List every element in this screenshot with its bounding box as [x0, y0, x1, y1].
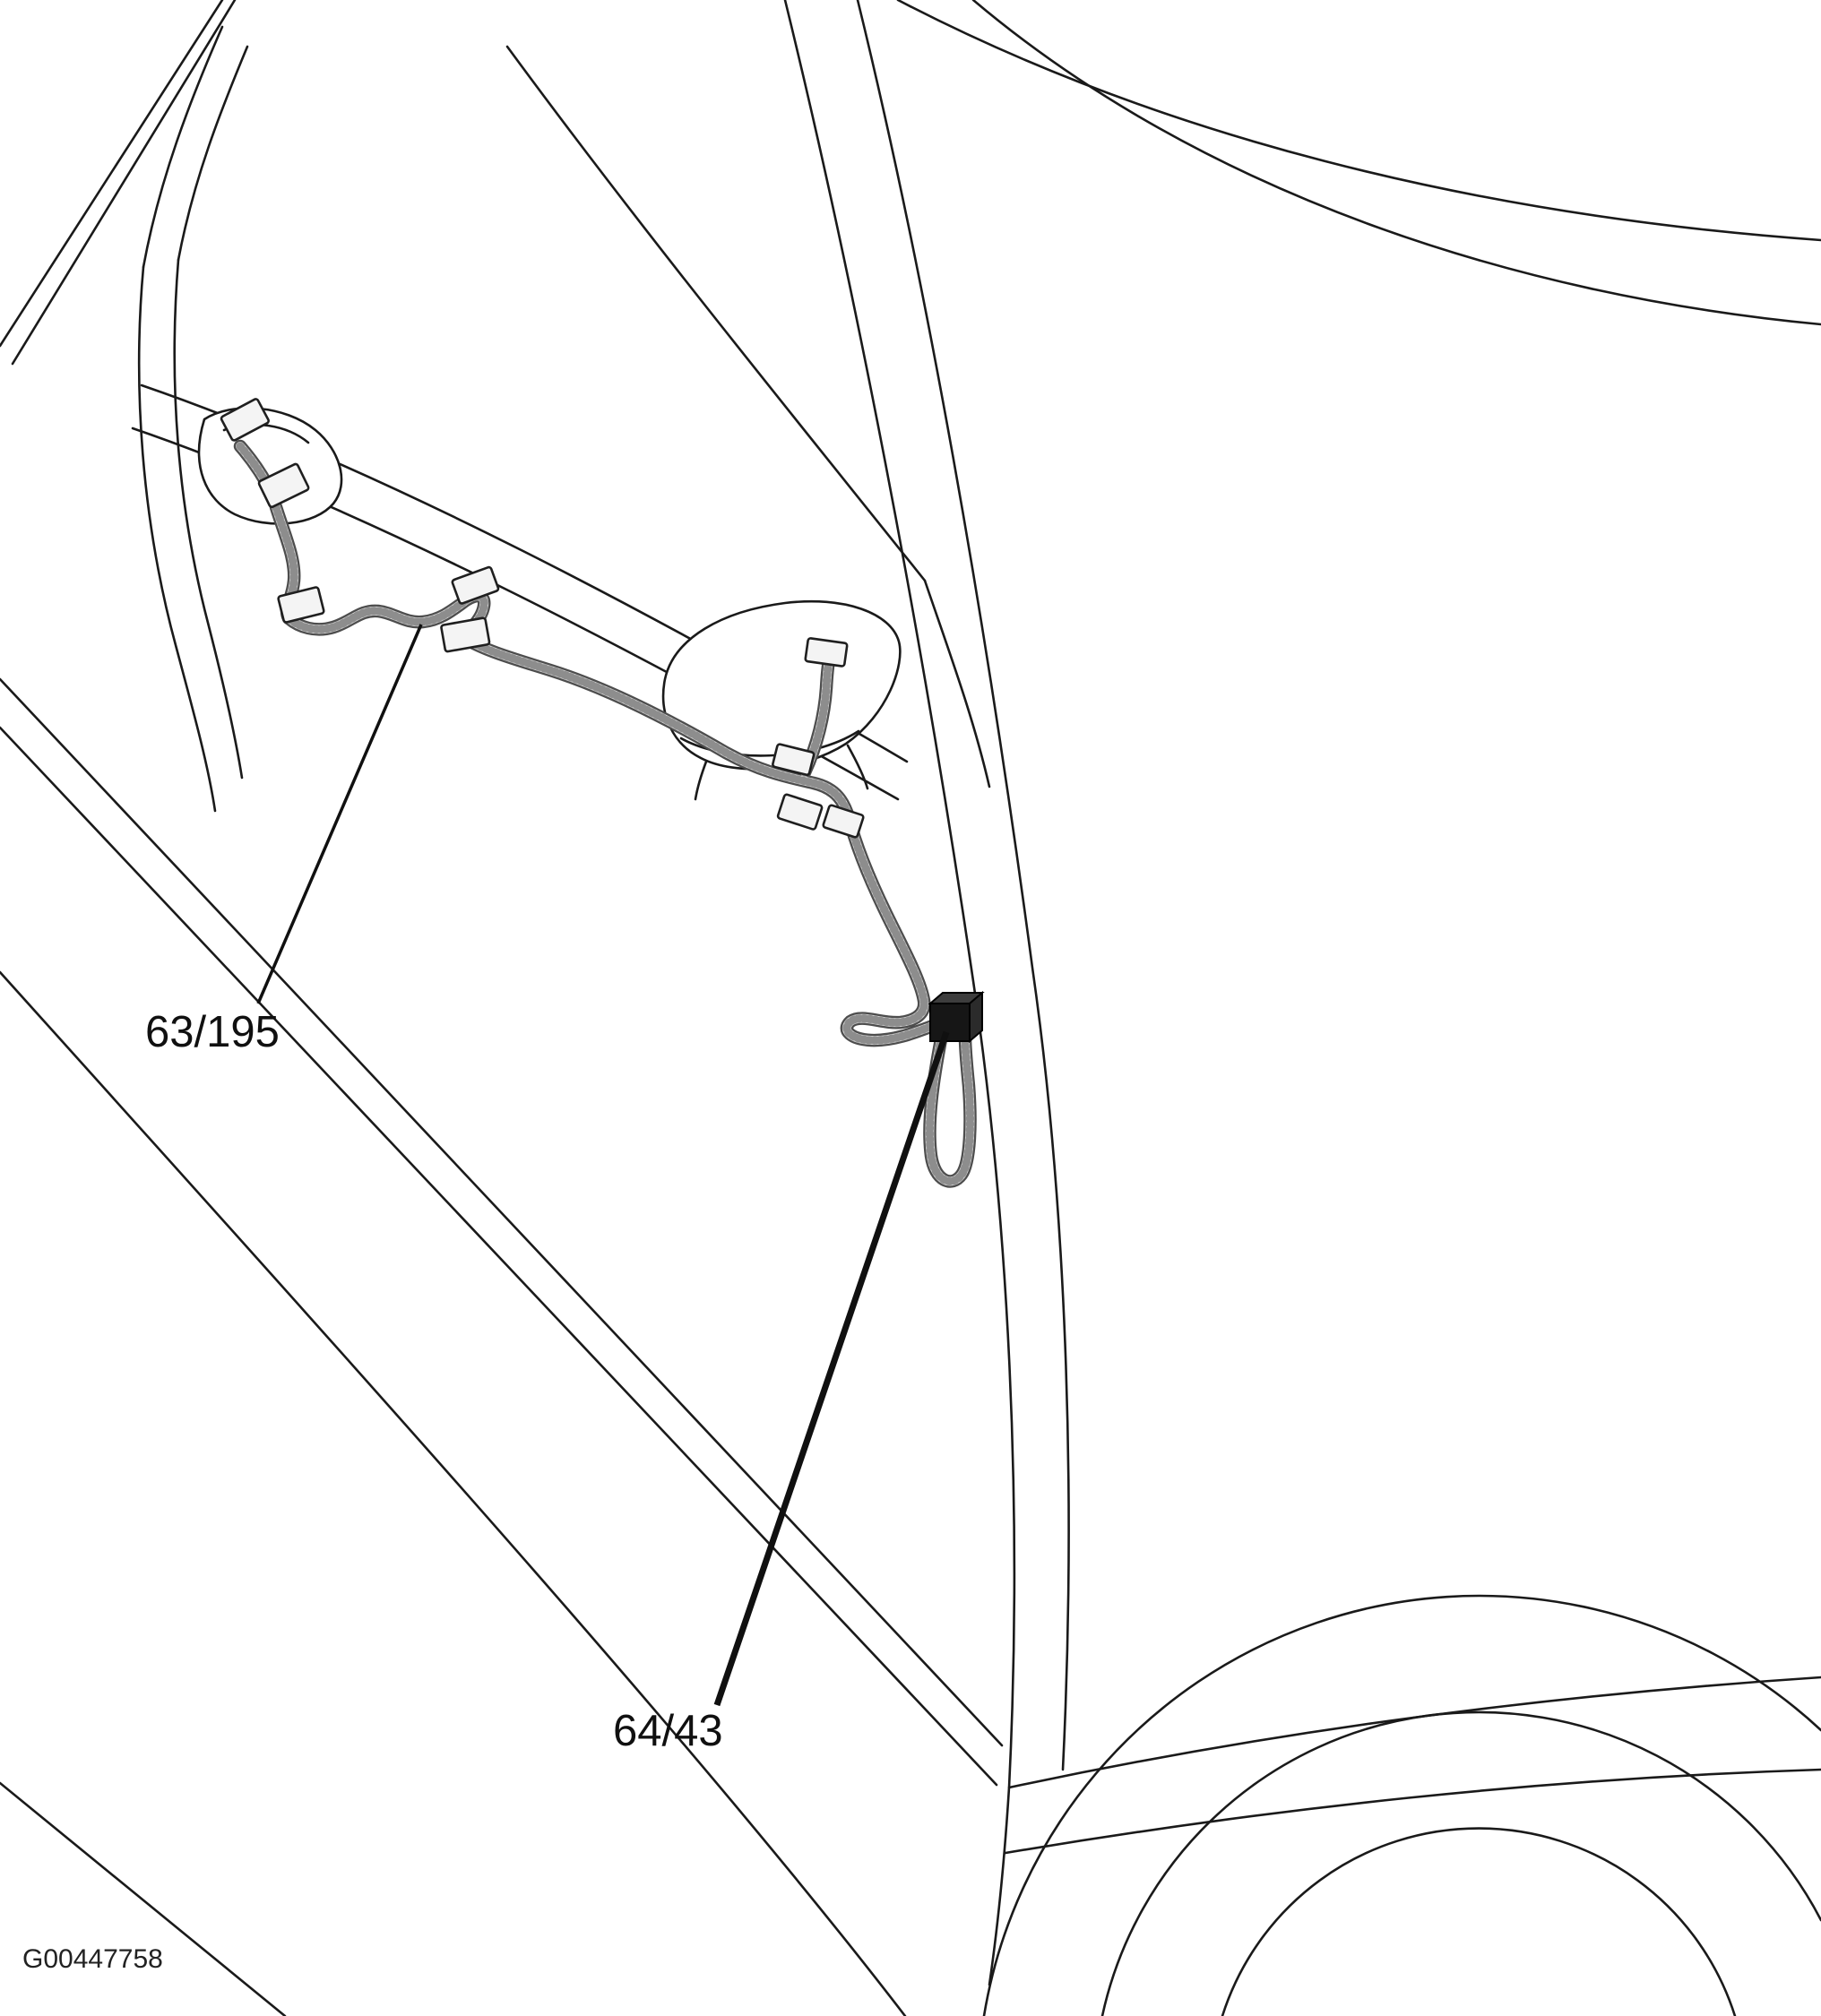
wheel-arch-middle — [1100, 1710, 1821, 2016]
callout-63-195-label: 63/195 — [145, 1008, 280, 1056]
door-lower-crease-4 — [0, 1781, 287, 2016]
harness-connector — [776, 793, 824, 831]
callout-63-195-leader-line — [256, 624, 423, 1004]
door-front-edge-inner — [173, 258, 244, 780]
harness-connector — [772, 743, 816, 777]
harness-connector — [440, 616, 491, 653]
wheel-arch-inner — [1221, 1827, 1737, 2016]
roof-header-arc-inner — [971, 0, 1821, 326]
callout-64-43: 64/43 — [613, 1030, 950, 1755]
window-channel-line-outer — [0, 0, 224, 348]
roof-header-arc-outer — [896, 0, 1821, 242]
window-rear-frame-line — [505, 45, 927, 582]
mirror-mount-right — [846, 744, 869, 790]
figure-code: G00447758 — [22, 1944, 163, 1974]
door-front-edge-outer — [137, 265, 217, 813]
rocker-line-upper — [1007, 1676, 1821, 1789]
window-channel-line-inner — [11, 0, 237, 366]
harness-connector — [451, 565, 500, 605]
mirror-mount-left — [694, 760, 708, 801]
harness-connector — [257, 462, 310, 509]
mirror-connector — [804, 637, 849, 668]
door-window-pillar-outer — [142, 25, 224, 269]
harness-connector — [822, 804, 865, 839]
a-pillar-outer-curve — [783, 0, 1016, 1986]
rocker-line-lower — [1004, 1768, 1821, 1855]
wheel-arch-outer — [982, 1594, 1821, 2016]
pillar-front-edge-line — [923, 579, 991, 788]
connector-64-43-body — [929, 1003, 971, 1042]
door-window-pillar-inner — [177, 45, 249, 262]
connector-64-43 — [928, 990, 985, 1044]
a-pillar-inner-curve — [856, 0, 1070, 1771]
callout-64-43-label: 64/43 — [613, 1707, 723, 1755]
door-lower-crease-1 — [0, 677, 1004, 1747]
door-lower-crease-2 — [0, 726, 998, 1787]
callout-63-195: 63/195 — [145, 624, 423, 1056]
harness-connector — [220, 398, 270, 442]
door-lower-crease-3 — [0, 970, 907, 2016]
mirror-base-line — [679, 729, 860, 757]
harness-connectors — [220, 398, 865, 839]
harness-connector — [277, 586, 325, 624]
callout-64-43-leader-line — [713, 1030, 950, 1707]
